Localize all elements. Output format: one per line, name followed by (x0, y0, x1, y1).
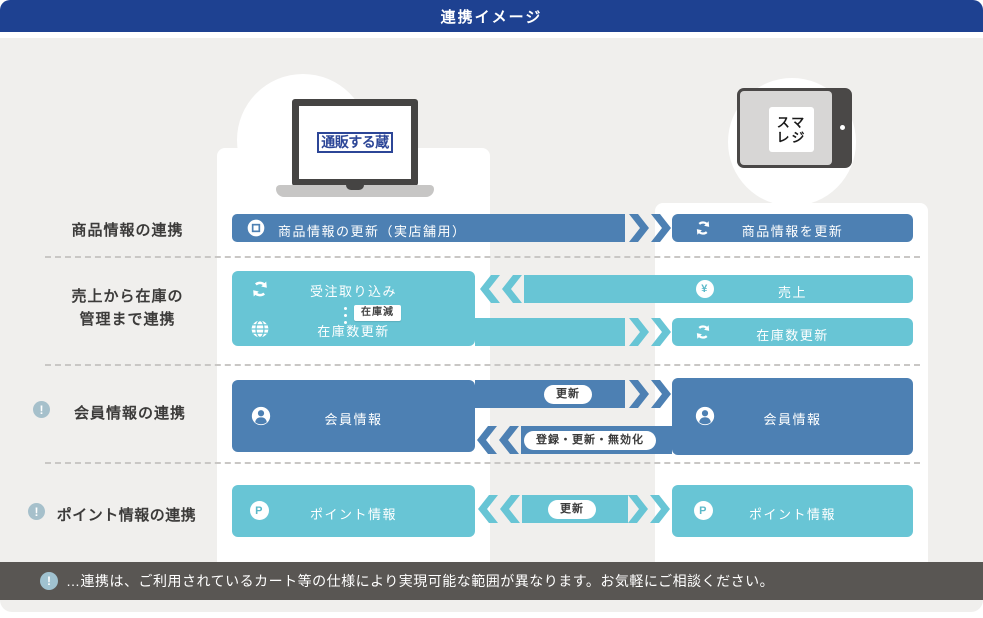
point-info-left-box: P ポイント情報 (232, 485, 475, 537)
row-label-sales-stock-line1: 売上から在庫の (71, 288, 184, 305)
stock-update-right-label: 在庫数更新 (756, 328, 829, 343)
caution-icon: ! (33, 401, 50, 418)
member-info-left-box: 会員情報 (232, 380, 475, 452)
dotted-connector (344, 321, 347, 324)
smaregi-logo-line1: スマ (776, 114, 807, 130)
row-label-member: 会員情報の連携 (73, 405, 186, 422)
tsuhan-suru-kura-logo: 通販する蔵 (317, 131, 393, 154)
point-info-right-label: ポイント情報 (748, 507, 836, 522)
point-icon: P (250, 501, 269, 520)
caution-icon: ! (40, 572, 58, 590)
member-info-left-label: 会員情報 (324, 412, 383, 427)
row-label-sales-stock-line2: 管理まで連携 (79, 311, 176, 328)
product-update-flow-label: 商品情報の更新（実店舗用） (278, 224, 467, 239)
order-import-label: 受注取り込み (309, 284, 397, 299)
order-stock-box: 受注取り込み 在庫減 在庫数更新 (232, 271, 475, 346)
laptop-hinge-notch (346, 185, 364, 190)
footer-note-text: …連携は、ご利用されているカート等の仕様により実現可能な範囲が異なります。お気軽… (66, 573, 775, 589)
row-separator (45, 462, 920, 464)
refresh-icon (694, 323, 712, 341)
smaregi-logo-line2: レジ (776, 129, 807, 145)
stock-update-connector (475, 318, 625, 346)
stock-update-box: 在庫数更新 (672, 318, 913, 346)
refresh-icon (694, 219, 712, 237)
row-label-point: ポイント情報の連携 (56, 507, 197, 524)
member-info-right-box: 会員情報 (672, 378, 913, 455)
smaregi-logo: スマ レジ (769, 107, 814, 152)
product-icon (246, 218, 266, 238)
sales-flow-bar: ¥ 売上 (524, 275, 913, 303)
laptop-base (276, 185, 434, 197)
register-update-disable-badge: 登録・更新・無効化 (524, 431, 656, 450)
stock-update-left-label: 在庫数更新 (317, 324, 390, 339)
refresh-icon (250, 279, 270, 299)
stock-decrease-badge: 在庫減 (354, 305, 401, 321)
row-separator (45, 364, 920, 366)
member-info-right-label: 会員情報 (763, 412, 822, 427)
yen-icon: ¥ (696, 280, 714, 298)
person-icon (694, 405, 716, 427)
update-badge: 更新 (544, 385, 592, 404)
dotted-connector (344, 307, 347, 310)
page-title: 連携イメージ (0, 0, 983, 32)
dotted-connector (344, 314, 347, 317)
laptop-illustration: 通販する蔵 (292, 99, 418, 186)
product-update-flow-bar: 商品情報の更新（実店舗用） (232, 214, 625, 242)
update-badge: 更新 (548, 500, 596, 519)
caution-icon: ! (28, 503, 45, 520)
sales-flow-label: 売上 (777, 285, 807, 300)
row-separator (45, 256, 920, 258)
person-icon (250, 405, 272, 427)
row-label-product: 商品情報の連携 (71, 222, 184, 239)
point-info-left-label: ポイント情報 (309, 507, 397, 522)
row-label-sales-stock: 売上から在庫の 管理まで連携 (40, 285, 215, 331)
point-info-right-box: P ポイント情報 (672, 485, 913, 537)
product-update-box-label: 商品情報を更新 (741, 224, 844, 239)
tablet-camera-dot (840, 125, 845, 130)
product-update-box: 商品情報を更新 (672, 214, 913, 242)
point-icon: P (694, 501, 713, 520)
footer-note-bar: ! …連携は、ご利用されているカート等の仕様により実現可能な範囲が異なります。お… (0, 562, 983, 600)
inventory-ball-icon (250, 319, 270, 339)
